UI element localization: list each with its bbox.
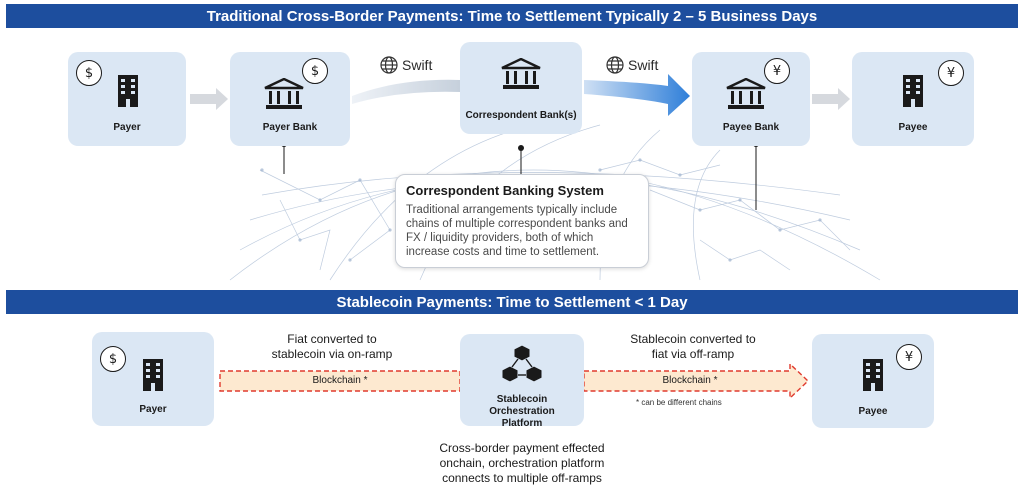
arc-payer-bank-to-correspondent bbox=[352, 79, 460, 104]
arrow-correspondent-to-payee-bank bbox=[584, 74, 690, 116]
box-title: Correspondent Banking System bbox=[406, 183, 604, 198]
offramp-text: Stablecoin converted to fiat via off-ram… bbox=[630, 332, 756, 361]
globe-icon bbox=[606, 56, 624, 74]
payer-label: Payer bbox=[113, 122, 141, 133]
dollar-badge-icon: $ bbox=[100, 346, 126, 372]
bottom-payee-card: ¥ Payee bbox=[812, 334, 934, 428]
payer-bank-card: $ Payer Bank bbox=[230, 52, 350, 146]
correspondent-bank-card: Correspondent Bank(s) bbox=[460, 42, 582, 134]
payer-bank-label: Payer Bank bbox=[262, 122, 318, 133]
bank-icon bbox=[726, 78, 766, 109]
network-cubes-icon bbox=[501, 344, 543, 383]
caption-text: Cross-border payment effected onchain, o… bbox=[439, 441, 605, 485]
orchestration-platform-card: Stablecoin Orchestration Platform bbox=[460, 334, 584, 429]
payee-card: ¥ Payee bbox=[852, 52, 974, 146]
bank-icon bbox=[501, 58, 541, 89]
yen-badge-icon: ¥ bbox=[938, 60, 964, 86]
onramp-text: Fiat converted to stablecoin via on-ramp bbox=[271, 332, 393, 361]
box-body: Traditional arrangements typically inclu… bbox=[406, 204, 628, 258]
swift-text: Swift bbox=[402, 57, 433, 73]
blockchain-rail-right bbox=[583, 362, 810, 400]
yen-badge-icon: ¥ bbox=[896, 344, 922, 370]
building-icon bbox=[863, 359, 883, 391]
correspondent-banking-box: Correspondent Banking System Traditional… bbox=[395, 174, 649, 268]
blockchain-label-right: Blockchain * bbox=[662, 375, 718, 386]
building-icon bbox=[143, 359, 163, 391]
dollar-badge-icon: $ bbox=[76, 60, 102, 86]
building-icon bbox=[903, 75, 923, 107]
payer-label: Payer bbox=[139, 404, 167, 415]
swift-label-left: Swift bbox=[380, 56, 432, 74]
payer-card: $ Payer bbox=[68, 52, 186, 146]
footnote-text: * can be different chains bbox=[636, 398, 722, 407]
arrow-payee-bank-to-payee bbox=[812, 88, 850, 110]
swift-text: Swift bbox=[628, 57, 659, 73]
blockchain-label-left: Blockchain * bbox=[312, 375, 368, 386]
platform-label: Stablecoin Orchestration Platform bbox=[489, 394, 555, 429]
bank-icon bbox=[264, 78, 304, 109]
swift-label-right: Swift bbox=[606, 56, 658, 74]
building-icon bbox=[118, 75, 138, 107]
arrow-payer-to-bank bbox=[190, 88, 228, 110]
payee-bank-label: Payee Bank bbox=[722, 122, 780, 133]
dollar-badge-icon: $ bbox=[302, 58, 328, 84]
stablecoin-payments-banner: Stablecoin Payments: Time to Settlement … bbox=[6, 290, 1018, 314]
globe-icon bbox=[380, 56, 398, 74]
bottom-payer-card: $ Payer bbox=[92, 332, 214, 426]
payee-label: Payee bbox=[858, 406, 888, 417]
yen-badge-icon: ¥ bbox=[764, 58, 790, 84]
payee-bank-card: ¥ Payee Bank bbox=[692, 52, 810, 146]
payee-label: Payee bbox=[898, 122, 928, 133]
traditional-payments-banner: Traditional Cross-Border Payments: Time … bbox=[6, 4, 1018, 28]
correspondent-bank-label: Correspondent Bank(s) bbox=[465, 110, 577, 121]
pin-dot bbox=[518, 145, 524, 151]
